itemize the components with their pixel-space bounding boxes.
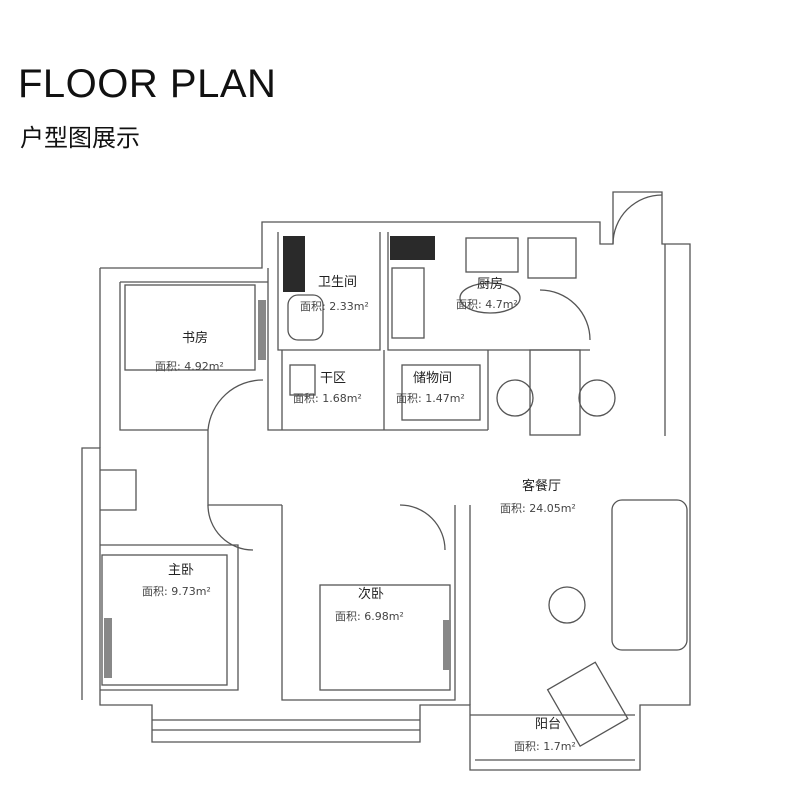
second-radiator bbox=[443, 620, 451, 670]
room-living-dining: 客餐厅 面积: 24.05m² bbox=[500, 478, 576, 515]
dark-fixtures bbox=[104, 236, 451, 678]
dining-table bbox=[529, 349, 581, 436]
study-bed bbox=[124, 284, 256, 371]
closet-wall bbox=[100, 469, 137, 511]
master-radiator bbox=[104, 618, 112, 678]
room-drying-name: 干区 bbox=[320, 371, 346, 386]
room-kitchen-area: 面积: 4.7m² bbox=[456, 298, 518, 311]
wall-lines bbox=[81, 191, 691, 771]
second-bed bbox=[319, 584, 451, 691]
master-bed bbox=[101, 554, 228, 686]
room-study-area: 面积: 4.92m² bbox=[155, 360, 224, 373]
room-kitchen: 厨房 面积: 4.7m² bbox=[456, 276, 518, 311]
room-drying: 干区 面积: 1.68m² bbox=[293, 371, 362, 405]
corridor-wall bbox=[207, 430, 282, 506]
kitchen-rug bbox=[459, 282, 521, 314]
room-storage-area: 面积: 1.47m² bbox=[396, 392, 465, 405]
outer-wall bbox=[81, 191, 691, 771]
study-left-wall bbox=[119, 282, 208, 431]
kitchen-cabinet bbox=[390, 236, 435, 260]
room-storage-name: 储物间 bbox=[413, 371, 452, 386]
fridge bbox=[527, 237, 577, 279]
room-living-dining-name: 客餐厅 bbox=[522, 478, 561, 494]
second-door-swing bbox=[399, 504, 446, 551]
room-master-bedroom-name: 主卧 bbox=[168, 563, 194, 578]
dining-chair-right bbox=[578, 379, 616, 417]
entry-door-swing bbox=[612, 194, 663, 245]
inner-wall-core bbox=[267, 268, 488, 431]
dining-chair-left bbox=[496, 379, 534, 417]
bathroom-wall bbox=[277, 232, 381, 351]
south-window bbox=[152, 719, 420, 731]
page-subtitle: 户型图展示 bbox=[20, 124, 140, 152]
coffee-table bbox=[548, 586, 586, 624]
room-labels: 书房 面积: 4.92m² 卫生间 面积: 2.33m² 厨房 面积: 4.7m… bbox=[142, 275, 576, 753]
room-balcony: 阳台 面积: 1.7m² bbox=[514, 717, 576, 753]
room-kitchen-name: 厨房 bbox=[477, 276, 503, 292]
washing-machine bbox=[289, 364, 316, 396]
room-second-bedroom-area: 面积: 6.98m² bbox=[335, 610, 404, 623]
master-door-swing bbox=[207, 504, 254, 551]
room-drying-area: 面积: 1.68m² bbox=[293, 392, 362, 405]
room-master-bedroom-area: 面积: 9.73m² bbox=[142, 585, 211, 598]
study-door-swing bbox=[207, 379, 264, 431]
storage-shelf bbox=[401, 364, 481, 421]
room-balcony-area: 面积: 1.7m² bbox=[514, 740, 576, 753]
sofa bbox=[611, 499, 688, 651]
master-inner bbox=[100, 544, 239, 691]
room-storage: 储物间 面积: 1.47m² bbox=[396, 371, 465, 405]
room-master-bedroom: 主卧 面积: 9.73m² bbox=[142, 563, 211, 598]
room-second-bedroom-name: 次卧 bbox=[358, 586, 384, 602]
kitchen-sink bbox=[465, 237, 519, 273]
room-study: 书房 面积: 4.92m² bbox=[155, 330, 224, 373]
room-living-dining-area: 面积: 24.05m² bbox=[500, 502, 576, 515]
page-title: FLOOR PLAN bbox=[18, 62, 277, 106]
second-bedroom-wall bbox=[281, 505, 456, 701]
bathroom-cabinet bbox=[283, 236, 305, 292]
room-study-name: 书房 bbox=[182, 330, 208, 346]
toilet bbox=[287, 294, 324, 341]
balcony-chair bbox=[546, 661, 629, 747]
room-bathroom: 卫生间 面积: 2.33m² bbox=[300, 275, 369, 313]
study-radiator bbox=[258, 300, 266, 360]
room-bathroom-area: 面积: 2.33m² bbox=[300, 300, 369, 313]
kitchen-door-swing bbox=[539, 289, 591, 341]
kitchen-wall bbox=[387, 232, 590, 351]
room-second-bedroom: 次卧 面积: 6.98m² bbox=[335, 586, 404, 623]
kitchen-stove bbox=[391, 267, 425, 339]
room-balcony-name: 阳台 bbox=[535, 717, 561, 732]
room-bathroom-name: 卫生间 bbox=[318, 275, 357, 290]
